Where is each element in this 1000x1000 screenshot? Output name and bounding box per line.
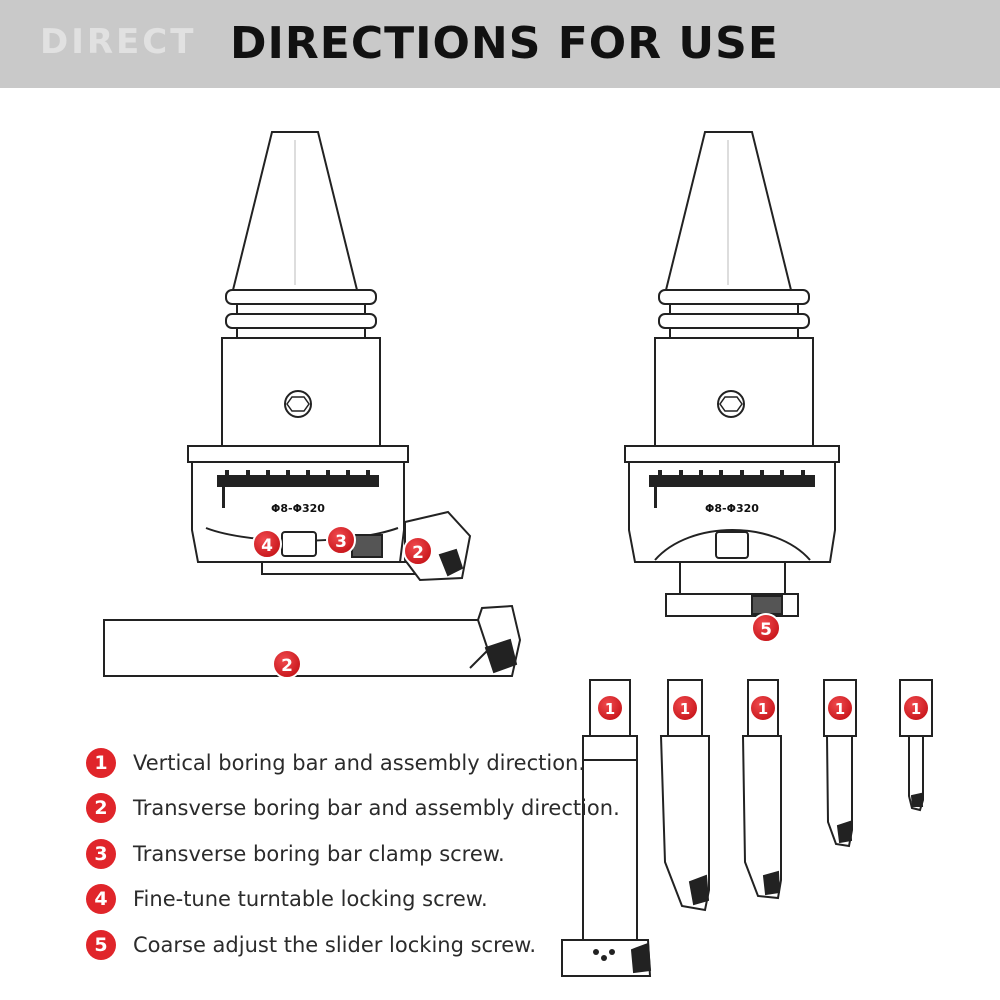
svg-text:1: 1: [680, 700, 690, 718]
callout-2-left: 2: [403, 536, 433, 566]
svg-text:5: 5: [760, 620, 772, 640]
legend-item-5: 5 Coarse adjust the slider locking screw…: [86, 927, 536, 963]
legend-badge: 4: [86, 884, 116, 914]
legend-text: Transverse boring bar and assembly direc…: [133, 796, 620, 820]
callout-1-bar-3: 1: [749, 694, 777, 722]
boring-head-right: Φ8-Φ320: [624, 131, 840, 617]
callout-5-right: 5: [751, 613, 781, 643]
callout-4-left: 4: [252, 529, 282, 559]
svg-text:1: 1: [911, 700, 921, 718]
callout-3-left: 3: [326, 525, 356, 555]
legend-badge: 1: [86, 748, 116, 778]
legend-badge: 5: [86, 930, 116, 960]
legend-item-3: 3 Transverse boring bar clamp screw.: [86, 836, 505, 872]
header-ghost-text: DIRECT: [40, 22, 197, 62]
callout-1-bar-1: 1: [596, 694, 624, 722]
legend-item-2: 2 Transverse boring bar and assembly dir…: [86, 790, 620, 826]
legend-text: Fine-tune turntable locking screw.: [133, 887, 488, 911]
legend-badge: 2: [86, 793, 116, 823]
svg-text:2: 2: [281, 656, 293, 676]
vertical-bar-1: [561, 679, 652, 977]
legend-item-1: 1 Vertical boring bar and assembly direc…: [86, 745, 585, 781]
svg-text:3: 3: [335, 532, 347, 552]
page-title: DIRECTIONS FOR USE: [230, 18, 779, 69]
callout-1-bar-4: 1: [826, 694, 854, 722]
legend-text: Vertical boring bar and assembly directi…: [133, 751, 586, 775]
svg-text:1: 1: [835, 700, 845, 718]
svg-text:1: 1: [605, 700, 615, 718]
callout-1-bar-2: 1: [671, 694, 699, 722]
boring-head-left: Φ8-Φ320: [187, 131, 472, 582]
svg-text:2: 2: [412, 543, 424, 563]
legend-text: Coarse adjust the slider locking screw.: [133, 933, 537, 957]
legend-badge: 3: [86, 839, 116, 869]
svg-text:1: 1: [758, 700, 768, 718]
callout-2-bar: 2: [272, 649, 302, 679]
range-label-left: Φ8-Φ320: [271, 502, 325, 515]
transverse-boring-bar: [103, 604, 522, 677]
svg-text:4: 4: [261, 536, 273, 556]
legend-text: Transverse boring bar clamp screw.: [133, 842, 505, 866]
callout-1-bar-5: 1: [902, 694, 930, 722]
range-label-right: Φ8-Φ320: [705, 502, 759, 515]
header-banner: DIRECT DIRECTIONS FOR USE: [0, 0, 1000, 88]
legend-item-4: 4 Fine-tune turntable locking screw.: [86, 881, 488, 917]
